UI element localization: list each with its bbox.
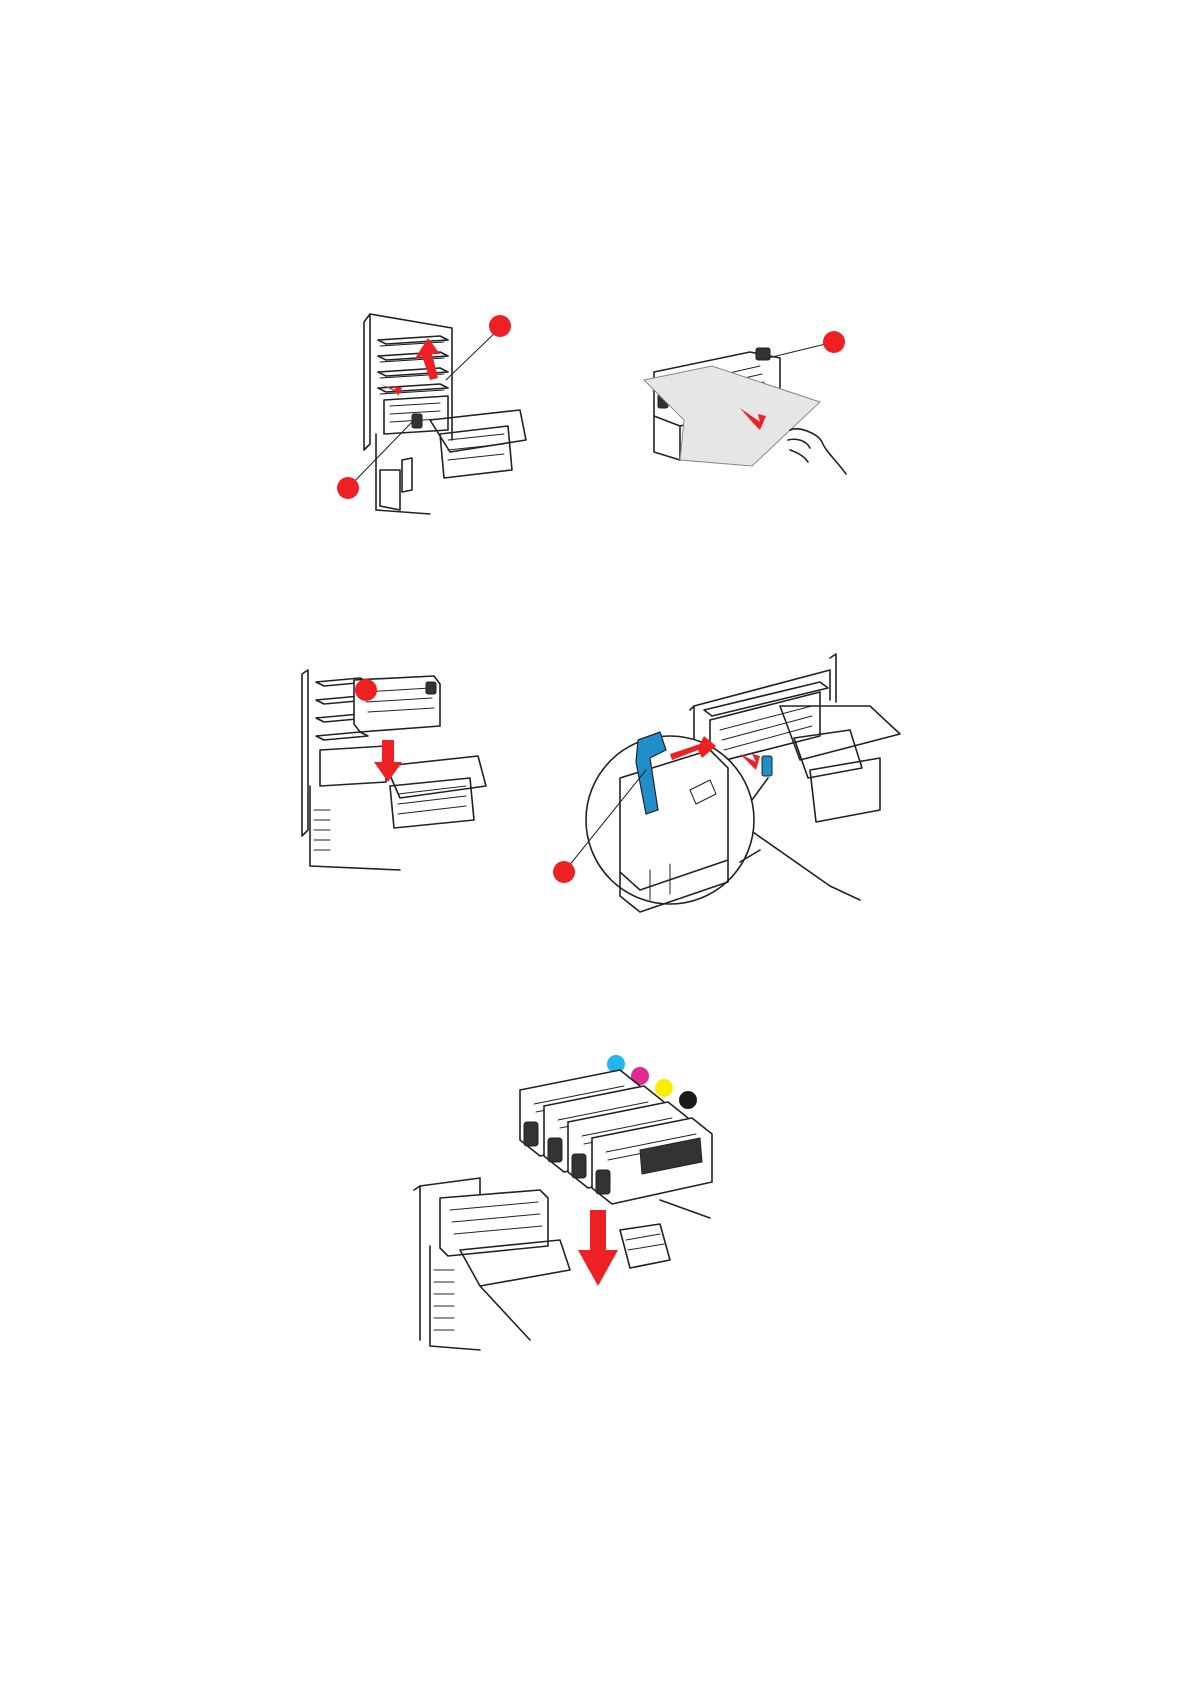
lever-lock-illustration — [580, 650, 910, 960]
fuser-install-illustration — [290, 670, 520, 870]
callout-marker — [337, 477, 359, 499]
yellow-dot-icon — [655, 1079, 673, 1097]
callout-marker — [355, 679, 377, 701]
callout-marker — [553, 861, 575, 883]
paper-removal-illustration — [640, 330, 860, 490]
image-drum-install-illustration — [410, 1050, 730, 1350]
black-dot-icon — [679, 1091, 697, 1109]
callout-marker — [489, 315, 511, 337]
arrow-down-icon — [578, 1210, 618, 1286]
fuser-unlock-illustration — [340, 310, 540, 540]
arrow-right-icon — [740, 754, 760, 770]
callout-marker — [823, 331, 845, 353]
